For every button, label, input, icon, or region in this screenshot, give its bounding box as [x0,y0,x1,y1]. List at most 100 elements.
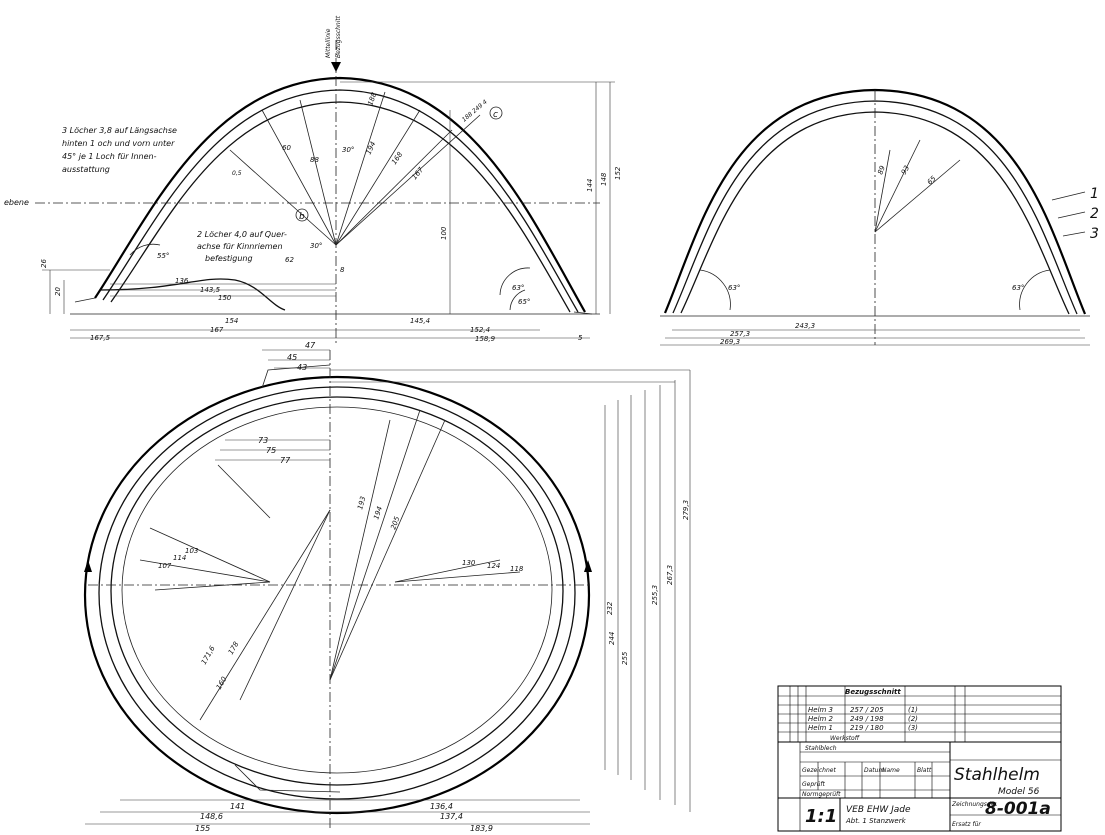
front-dim-269: 269,3 [720,338,740,346]
marker-c: c [493,110,498,120]
side-radius-62: 62 [285,256,294,264]
tb-header: Bezugsschnitt [845,688,901,696]
layer-label-1: 1 [1090,186,1099,202]
reference-label-2: Bezugsschnitt [335,15,342,58]
tb-cell-name: Name [882,767,900,774]
note-holes-long-line4: ausstattung [62,165,110,174]
tb-title: Stahlhelm [954,765,1040,785]
plan-dim-155: 155 [195,824,210,833]
tb-scale: 1:1 [805,806,837,827]
plan-dim-43: 43 [297,363,307,372]
plan-dim-255: 255 [621,651,629,665]
tb-material-value: Stahlblech [805,745,837,752]
tb-row2-code: (2) [908,715,918,723]
side-radius-167: 167 [410,165,425,181]
plan-dim-77: 77 [280,456,291,465]
note-holes-cross-line3: befestigung [205,254,253,263]
plan-radius-193: 193 [356,496,367,511]
tb-company: VEB EHW Jade [846,805,911,815]
plan-radius-178: 178 [227,640,241,656]
tb-row2-name: Helm 2 [808,715,834,723]
plan-dim-267-3: 267,3 [666,565,674,585]
plan-dim-73: 73 [258,436,268,445]
note-holes-cross-line1: 2 Löcher 4,0 auf Quer- [197,230,287,239]
plan-radius-124: 124 [487,562,500,570]
plan-radius-118: 118 [510,565,524,573]
side-dim-8: 8 [340,266,345,274]
reference-arrow-icon [331,62,341,72]
note-holes-long-line1: 3 Löcher 3,8 auf Längsachse [62,126,177,135]
plan-dim-183-9: 183,9 [470,824,493,833]
side-dim-150: 150 [218,294,232,302]
plan-dim-232: 232 [606,601,614,615]
plan-dim-137-4: 137,4 [440,812,463,821]
side-dim-136: 136 [175,277,189,285]
ebene-label: ebene [4,198,29,207]
tb-row1-name: Helm 3 [808,706,833,714]
tb-row3-name: Helm 1 [808,724,833,732]
front-angle-right: 63° [1012,284,1024,292]
plan-dim-279-3: 279,3 [682,500,690,520]
tb-row1-code: (1) [908,706,918,714]
side-dim-148: 148 [600,172,608,186]
plan-radius-194: 194 [372,505,384,520]
tb-drawing-no: 8-001a [985,799,1051,819]
title-block: Bezugsschnitt Helm 3 257 / 205 (1) Helm … [777,685,1062,832]
reference-label-1: Mittellinie [325,28,332,58]
plan-dim-244: 244 [608,632,616,645]
plan-dim-148-6: 148,6 [200,812,223,821]
side-radius-194: 194 [365,140,378,156]
front-radius-93: 93 [900,164,911,176]
plan-view: 47 45 43 73 75 77 193 194 205 103 114 10… [83,341,691,833]
side-dim-20: 20 [54,287,62,296]
front-dim-257: 257,3 [730,330,750,338]
plan-radius-114: 114 [173,554,186,562]
side-angle-30b: 30° [310,242,322,250]
plan-dim-141: 141 [230,802,245,811]
plan-radius-103: 103 [185,547,198,555]
plan-right-arrow-icon [584,560,592,572]
tb-cell-norm: Normgeprüft [802,791,841,798]
front-angle-left: 63° [728,284,740,292]
note-holes-long-line3: 45° je 1 Loch für Innen- [62,152,157,161]
marker-b: b [299,212,305,222]
tb-dept: Abt. 1 Stanzwerk [845,817,907,825]
tb-row3-size: 219 / 180 [850,724,884,732]
side-angle-65: 65° [518,298,530,306]
marker-b-circle [295,208,309,222]
plan-radius-130: 130 [462,559,476,567]
tb-cell-date: Datum [864,767,884,774]
tb-row1-size: 257 / 205 [850,706,884,714]
side-dim-5: 5 [578,334,583,342]
plan-left-arrow-icon [84,560,92,572]
side-angle-55: 55° [157,252,169,260]
side-radius-60: 60 [282,144,291,152]
side-view: 3 Löcher 3,8 auf Längsachse hinten 1 och… [4,15,622,345]
side-angle-30a: 30° [342,146,354,154]
note-holes-cross-line2: achse für Kinnriemen [197,242,283,251]
side-angle-63: 63° [512,284,524,292]
tb-material-label: Werkstoff [830,735,860,742]
tb-row3-code: (3) [908,724,918,732]
marker-c-circle [489,106,503,120]
side-dim-152: 152 [614,166,622,180]
plan-dim-75: 75 [266,446,276,455]
front-view: 243,3 257,3 269,3 89 93 65 63° 63° 1 2 3 [660,88,1099,346]
plan-radius-107: 107 [158,562,172,570]
layer-label-3: 3 [1090,226,1099,242]
plan-radius-171: 171,6 [200,644,217,666]
side-radius-168: 168 [390,150,405,166]
plan-dim-136-4: 136,4 [430,802,453,811]
tb-row2-size: 249 / 198 [850,715,884,723]
tb-cell-sheet: Blatt [917,767,932,774]
note-holes-long-line2: hinten 1 och und vorn unter [62,139,175,148]
front-dim-243: 243,3 [795,322,815,330]
side-dim-143: 143,5 [200,286,221,294]
tb-subtitle: Model 56 [998,787,1040,797]
tb-cell-drawn: Gezeichnet [802,767,836,774]
front-radius-65: 65 [926,174,938,186]
side-dim-152-4: 152,4 [470,326,490,334]
tb-cell-checked: Geprüft [802,781,826,788]
side-dim-167: 167 [210,326,224,334]
